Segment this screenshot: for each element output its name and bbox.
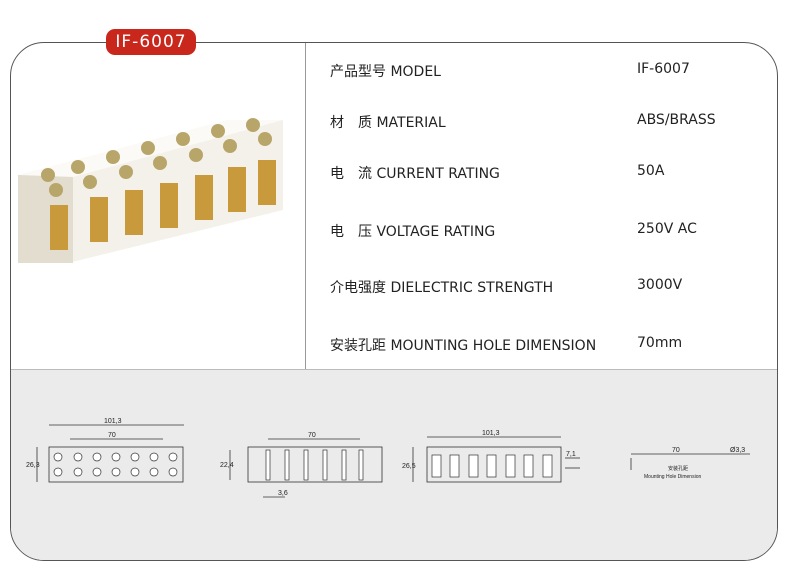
mount-label-cn: 安装孔距 bbox=[668, 465, 688, 472]
front-hole: 70 bbox=[108, 432, 116, 439]
spec-label-model: 产品型号 MODEL bbox=[330, 64, 441, 80]
spec-label-current: 电 流 CURRENT RATING bbox=[330, 166, 500, 182]
top-hole: 70 bbox=[308, 432, 316, 439]
mount-diameter: Ø3,3 bbox=[730, 447, 745, 454]
spec-value-current: 50A bbox=[637, 163, 665, 179]
product-photo bbox=[18, 118, 283, 263]
product-card bbox=[10, 42, 778, 561]
drawings-panel bbox=[11, 369, 777, 560]
mount-label-en: Mounting Hole Dimension bbox=[644, 474, 701, 480]
spec-value-voltage: 250V AC bbox=[637, 221, 697, 237]
spec-label-mounting: 安装孔距 MOUNTING HOLE DIMENSION bbox=[330, 338, 597, 354]
mount-distance: 70 bbox=[672, 447, 680, 454]
side-length: 101,3 bbox=[482, 430, 500, 437]
technical-drawings: 101,3 70 26,3 70 22,4 3,6 101,3 26,5 7,1… bbox=[26, 418, 750, 498]
spec-value-mounting: 70mm bbox=[637, 335, 683, 351]
side-gap: 7,1 bbox=[566, 451, 576, 458]
divider bbox=[305, 43, 306, 369]
spec-value-dielectric: 3000V bbox=[637, 277, 683, 293]
model-badge: IF-6007 bbox=[106, 29, 196, 55]
spec-label-dielectric: 介电强度 DIELECTRIC STRENGTH bbox=[330, 280, 554, 296]
spec-value-material: ABS/BRASS bbox=[637, 112, 716, 128]
front-length: 101,3 bbox=[104, 418, 122, 425]
spec-value-model: IF-6007 bbox=[637, 61, 690, 77]
spec-label-voltage: 电 压 VOLTAGE RATING bbox=[330, 224, 496, 240]
spec-label-material: 材 质 MATERIAL bbox=[330, 115, 446, 131]
top-height: 22,4 bbox=[220, 462, 234, 469]
top-pitch: 3,6 bbox=[278, 490, 288, 497]
front-height: 26,3 bbox=[26, 462, 40, 469]
side-height: 26,5 bbox=[402, 463, 416, 470]
